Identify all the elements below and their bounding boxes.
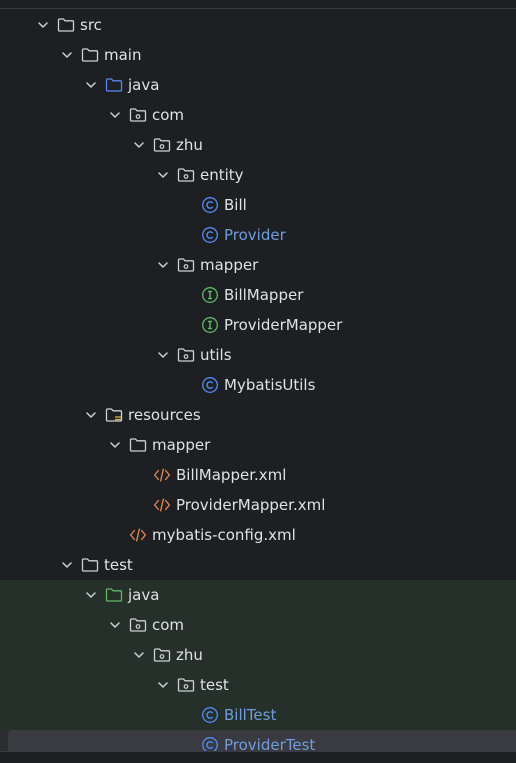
tree-item-test[interactable]: test: [0, 550, 516, 580]
source-root-icon: [105, 76, 123, 94]
package-icon: [153, 136, 171, 154]
chevron-down-icon[interactable]: [35, 17, 51, 33]
package-icon: [129, 616, 147, 634]
tree-item-label: java: [128, 76, 160, 94]
tree-item-label: zhu: [176, 646, 203, 664]
tree-item-label: MybatisUtils: [224, 376, 316, 394]
tree-item-label: mybatis-config.xml: [152, 526, 296, 544]
tree-item-label: ProviderMapper.xml: [176, 496, 326, 514]
panel-top-border: [0, 0, 516, 9]
folder-icon: [57, 16, 75, 34]
package-icon: [177, 676, 195, 694]
tree-item-label: zhu: [176, 136, 203, 154]
tree-item-label: BillTest: [224, 706, 277, 724]
tree-item-mapper[interactable]: mapper: [0, 430, 516, 460]
tree-item-label: Bill: [224, 196, 247, 214]
class-icon: [201, 706, 219, 724]
tree-item-label: com: [152, 106, 185, 124]
tree-item-providermapper[interactable]: ProviderMapper: [0, 310, 516, 340]
tree-item-billmapper[interactable]: BillMapper: [0, 280, 516, 310]
package-icon: [153, 646, 171, 664]
tree-item-label: mapper: [152, 436, 211, 454]
tree-item-zhu[interactable]: zhu: [0, 640, 516, 670]
class-icon: [201, 226, 219, 244]
tree-item-test[interactable]: test: [0, 670, 516, 700]
test-root-icon: [105, 586, 123, 604]
tree-item-label: test: [104, 556, 133, 574]
tree-item-label: main: [104, 46, 142, 64]
resources-root-icon: [105, 406, 123, 424]
tree-item-mapper[interactable]: mapper: [0, 250, 516, 280]
tree-item-provider[interactable]: Provider: [0, 220, 516, 250]
tree-item-label: BillMapper: [224, 286, 304, 304]
tree-item-label: ProviderTest: [224, 736, 316, 754]
xml-file-icon: [153, 466, 171, 484]
package-icon: [177, 256, 195, 274]
tree-item-billtest[interactable]: BillTest: [0, 700, 516, 730]
chevron-down-icon[interactable]: [83, 587, 99, 603]
tree-item-label: com: [152, 616, 185, 634]
tree-item-com[interactable]: com: [0, 100, 516, 130]
chevron-down-icon[interactable]: [59, 557, 75, 573]
class-icon: [201, 196, 219, 214]
tree-item-label: Provider: [224, 226, 286, 244]
tree-item-label: mapper: [200, 256, 259, 274]
tree-item-entity[interactable]: entity: [0, 160, 516, 190]
chevron-down-icon[interactable]: [83, 77, 99, 93]
package-icon: [177, 346, 195, 364]
chevron-down-icon[interactable]: [83, 407, 99, 423]
package-icon: [129, 106, 147, 124]
tree-item-utils[interactable]: utils: [0, 340, 516, 370]
tree-item-mybatis-config-xml[interactable]: mybatis-config.xml: [0, 520, 516, 550]
chevron-down-icon[interactable]: [131, 647, 147, 663]
tree-item-label: resources: [128, 406, 201, 424]
tree-item-java[interactable]: java: [0, 70, 516, 100]
folder-icon: [81, 556, 99, 574]
tree-item-billmapper-xml[interactable]: BillMapper.xml: [0, 460, 516, 490]
tree-item-java[interactable]: java: [0, 580, 516, 610]
horizontal-scrollbar-track[interactable]: [0, 751, 516, 763]
tree-item-label: utils: [200, 346, 232, 364]
package-icon: [177, 166, 195, 184]
tree-item-providermapper-xml[interactable]: ProviderMapper.xml: [0, 490, 516, 520]
chevron-down-icon[interactable]: [131, 137, 147, 153]
tree-item-src[interactable]: src: [0, 10, 516, 40]
chevron-down-icon[interactable]: [155, 677, 171, 693]
chevron-down-icon[interactable]: [107, 107, 123, 123]
interface-icon: [201, 286, 219, 304]
chevron-down-icon[interactable]: [155, 257, 171, 273]
xml-file-icon: [129, 526, 147, 544]
tree-item-mybatisutils[interactable]: MybatisUtils: [0, 370, 516, 400]
tree-item-label: ProviderMapper: [224, 316, 343, 334]
chevron-down-icon[interactable]: [107, 437, 123, 453]
project-tree[interactable]: src main java com zhu entity Bill Provid…: [0, 10, 516, 760]
tree-item-label: BillMapper.xml: [176, 466, 287, 484]
tree-item-bill[interactable]: Bill: [0, 190, 516, 220]
tree-item-resources[interactable]: resources: [0, 400, 516, 430]
chevron-down-icon[interactable]: [155, 347, 171, 363]
chevron-down-icon[interactable]: [59, 47, 75, 63]
chevron-down-icon[interactable]: [155, 167, 171, 183]
chevron-down-icon[interactable]: [107, 617, 123, 633]
folder-icon: [129, 436, 147, 454]
tree-item-label: entity: [200, 166, 244, 184]
interface-icon: [201, 316, 219, 334]
tree-item-label: src: [80, 16, 102, 34]
tree-item-main[interactable]: main: [0, 40, 516, 70]
folder-icon: [81, 46, 99, 64]
tree-item-label: java: [128, 586, 160, 604]
tree-item-zhu[interactable]: zhu: [0, 130, 516, 160]
tree-item-com[interactable]: com: [0, 610, 516, 640]
class-icon: [201, 376, 219, 394]
xml-file-icon: [153, 496, 171, 514]
tree-item-label: test: [200, 676, 229, 694]
